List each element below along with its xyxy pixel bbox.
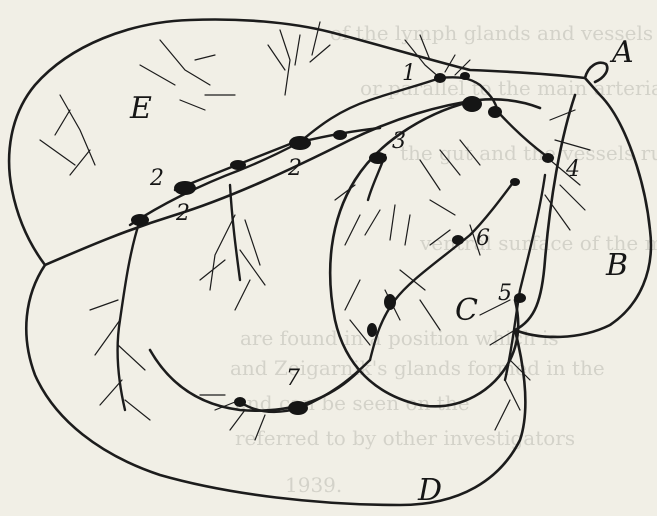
node-number-1: 1: [402, 61, 416, 86]
region-label-a: A: [609, 35, 634, 70]
region-label-e: E: [129, 91, 152, 126]
lymph-node-c-left: [384, 294, 396, 310]
show-through-line-3: the gut and the vessels running: [400, 141, 657, 165]
lymph-node-2-low: [131, 214, 149, 226]
region-label-b: B: [605, 248, 628, 283]
lymph-node-upper-mid-2: [230, 160, 246, 170]
lymph-node-large-top: [462, 96, 482, 112]
show-through-line-9: 1939.: [285, 473, 342, 497]
lymph-node-7b: [234, 397, 246, 407]
branches-top-center: [268, 22, 330, 95]
lymph-node-2-right: [289, 136, 311, 150]
branches-e-top: [140, 40, 235, 110]
lymph-node-upper-mid: [333, 130, 347, 140]
region-label-c: C: [455, 293, 478, 328]
lymph-node-top-right: [488, 106, 502, 118]
vessel-node-2-down: [230, 185, 240, 280]
lymph-node-small-4: [510, 178, 520, 186]
lymph-node-7: [288, 401, 308, 415]
lymph-node-2-left: [174, 181, 196, 195]
node-number-5: 5: [498, 281, 512, 306]
branches-center-left: [200, 215, 265, 310]
node-number-7: 7: [286, 366, 300, 391]
lymph-node-6: [452, 235, 464, 245]
node-number-4: 4: [565, 157, 580, 182]
lymph-node-c-left-2: [367, 323, 377, 337]
lymph-node-5: [514, 293, 526, 303]
lymph-node-4: [542, 153, 554, 163]
show-through-line-1: of the lymph glands and vessels draining…: [330, 21, 657, 45]
lymph-node-1b: [460, 72, 470, 80]
node-number-3: 3: [392, 129, 406, 154]
node-number-6: 6: [476, 226, 490, 251]
lymph-node-1: [434, 73, 446, 83]
node-number-2-right: 2: [287, 156, 302, 181]
node-number-2-left: 2: [149, 166, 164, 191]
region-label-d: D: [417, 473, 442, 508]
node-number-2-low: 2: [175, 201, 190, 226]
branches-e-left: [40, 95, 95, 175]
lymph-node-3: [369, 152, 387, 164]
show-through-text: of the lymph glands and vessels draining…: [230, 21, 657, 497]
